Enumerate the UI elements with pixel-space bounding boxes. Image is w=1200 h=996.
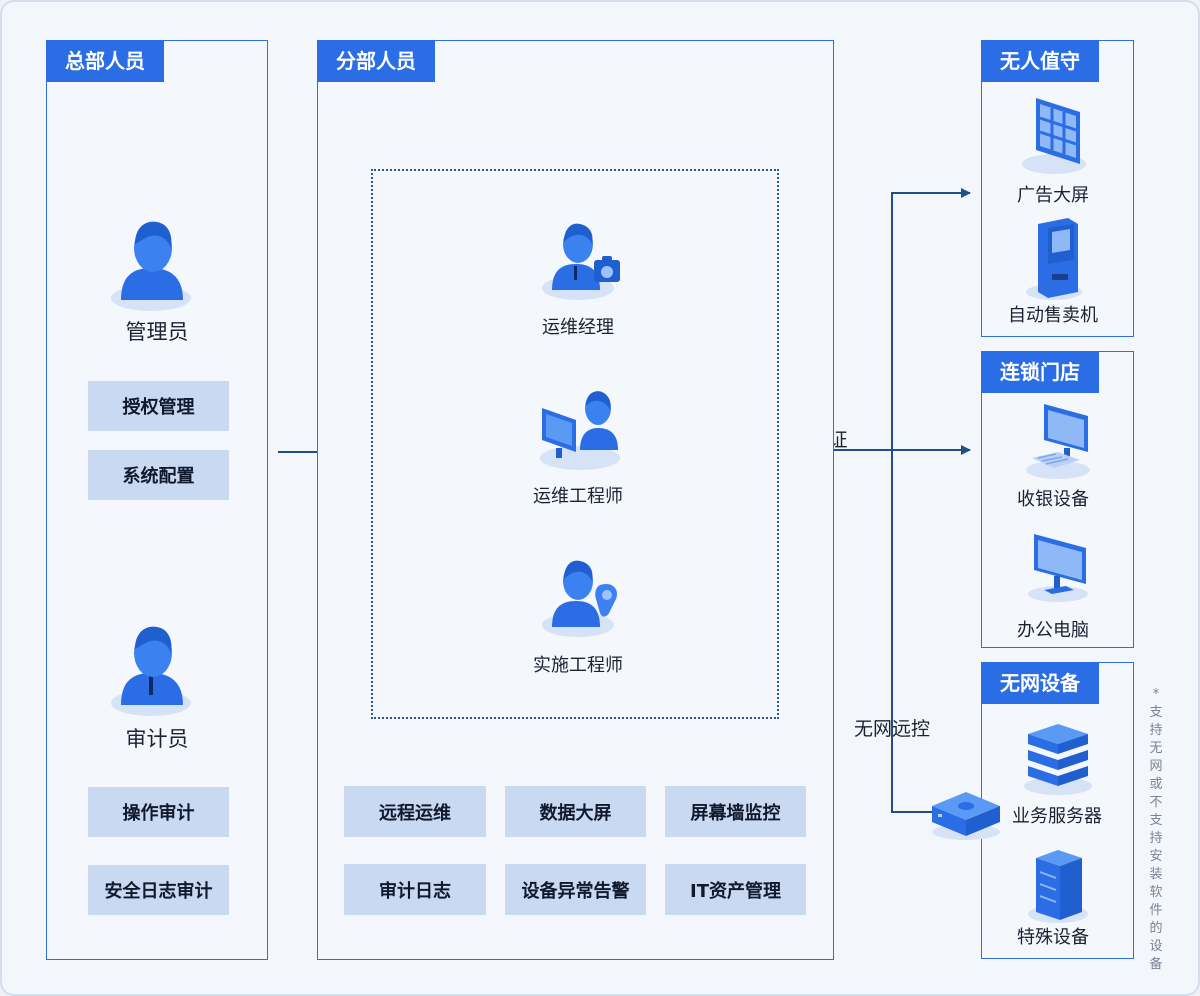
device-cashier: 收银设备 xyxy=(1017,489,1089,510)
special-device-icon xyxy=(1028,850,1088,923)
auditor-user-icon xyxy=(111,626,191,716)
arrow-to-unattended xyxy=(891,188,971,450)
function-system-config[interactable]: 系统配置 xyxy=(88,450,229,500)
ops-engineer-icon xyxy=(540,391,620,470)
role-ops-engineer: 运维工程师 xyxy=(533,486,623,507)
device-vending-machine: 自动售卖机 xyxy=(1008,305,1098,326)
headquarters-title: 总部人员 xyxy=(46,40,164,82)
function-data-screen[interactable]: 数据大屏 xyxy=(505,786,646,837)
role-ops-manager: 运维经理 xyxy=(542,317,614,338)
admin-label: 管理员 xyxy=(125,320,189,344)
function-authorization[interactable]: 授权管理 xyxy=(88,381,229,431)
cashier-device-icon xyxy=(1026,404,1090,479)
function-operation-audit[interactable]: 操作审计 xyxy=(88,787,229,837)
implementation-engineer-icon xyxy=(542,560,618,637)
function-security-log-audit[interactable]: 安全日志审计 xyxy=(88,865,229,915)
admin-user-icon xyxy=(111,221,191,311)
headquarters-panel: 总部人员 xyxy=(46,40,268,960)
offline-devices-title: 无网设备 xyxy=(981,662,1099,704)
function-remote-ops[interactable]: 远程运维 xyxy=(344,786,486,837)
role-implementation-engineer: 实施工程师 xyxy=(533,655,623,676)
business-server-icon xyxy=(1024,724,1092,795)
side-note: * 支持无网或不支持安装软件的设备 xyxy=(1149,687,1163,972)
chain-store-title: 连锁门店 xyxy=(981,351,1099,393)
function-audit-log[interactable]: 审计日志 xyxy=(344,864,486,915)
office-pc-icon xyxy=(1028,534,1088,602)
line-offline-remote xyxy=(891,450,937,813)
vending-machine-icon xyxy=(1026,218,1082,300)
offline-remote-box-icon xyxy=(932,792,1000,840)
roles-group-box xyxy=(371,169,779,719)
device-special: 特殊设备 xyxy=(1017,927,1089,948)
device-billboard-screen: 广告大屏 xyxy=(1017,185,1089,206)
billboard-screen-icon xyxy=(1022,98,1086,174)
device-office-pc: 办公电脑 xyxy=(1017,620,1089,641)
function-screen-wall-monitor[interactable]: 屏幕墙监控 xyxy=(665,786,806,837)
unattended-title: 无人值守 xyxy=(981,40,1099,82)
function-device-alarm[interactable]: 设备异常告警 xyxy=(505,864,646,915)
device-business-server: 业务服务器 xyxy=(1012,806,1102,827)
function-it-asset-management[interactable]: IT资产管理 xyxy=(665,864,806,915)
branch-title: 分部人员 xyxy=(317,40,435,82)
auditor-label: 审计员 xyxy=(125,727,189,751)
ops-manager-icon xyxy=(542,223,620,300)
offline-remote-label: 无网远控 xyxy=(853,718,930,740)
